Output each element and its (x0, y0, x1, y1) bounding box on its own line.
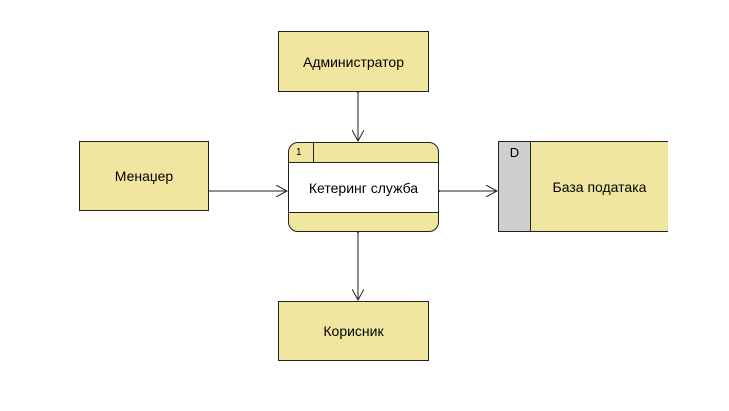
process-catering-service[interactable]: 1 Кетеринг служба (288, 142, 439, 232)
entity-administrator-label: Администратор (302, 53, 404, 70)
datastore-id: D (499, 142, 531, 231)
entity-user[interactable]: Корисник (278, 301, 429, 361)
process-body: Кетеринг служба (289, 163, 438, 213)
entity-manager[interactable]: Менаџер (79, 141, 209, 211)
entity-manager-label: Менаџер (114, 168, 174, 184)
process-id: 1 (289, 143, 314, 162)
process-header: 1 (289, 143, 438, 163)
entity-administrator[interactable]: Администратор (278, 31, 429, 92)
datastore-label: База података (552, 178, 647, 195)
entity-user-label: Корисник (323, 323, 384, 339)
datastore-database[interactable]: D База података (498, 141, 668, 232)
process-label: Кетеринг служба (308, 179, 419, 196)
